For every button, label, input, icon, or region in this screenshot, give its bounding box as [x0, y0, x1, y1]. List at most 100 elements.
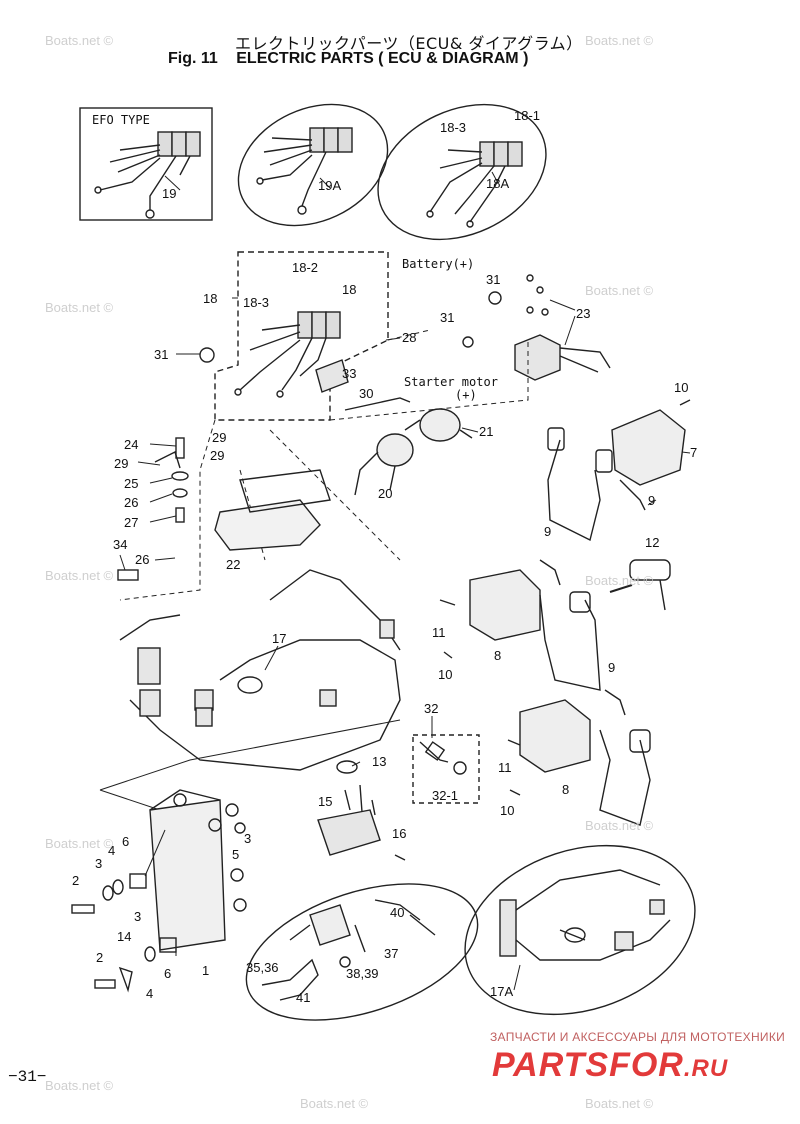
part-label: 3	[244, 831, 251, 846]
part-label: 10	[500, 803, 514, 818]
part-label: 26	[124, 495, 138, 510]
part-label: 26	[135, 552, 149, 567]
part-label: 30	[359, 386, 373, 401]
part-label: 33	[342, 366, 356, 381]
part-32-group-outline	[412, 734, 480, 804]
part-17-wire-harness	[119, 569, 401, 771]
part-13-cap	[336, 760, 358, 774]
watermark: Boats.net ©	[585, 283, 654, 298]
part-label: 20	[378, 486, 392, 501]
part-label: 29	[210, 448, 224, 463]
shop-logo-main: PARTSFOR	[492, 1046, 684, 1084]
part-label: 23	[576, 306, 590, 321]
figure-number: Fig. 11	[168, 50, 218, 67]
part-label: 32-1	[432, 788, 458, 803]
part-label: 17	[272, 631, 286, 646]
part-label: 3	[95, 856, 102, 871]
part-label: 18-2	[292, 260, 318, 275]
watermark: Boats.net ©	[585, 33, 654, 48]
watermark: Boats.net ©	[585, 818, 654, 833]
part-label: 4	[146, 986, 153, 1001]
part-19a-inset	[237, 103, 389, 227]
part-label: 18	[203, 291, 217, 306]
part-label: 18-3	[243, 295, 269, 310]
part-label: 29	[212, 430, 226, 445]
efo-type-inset	[79, 107, 213, 221]
part-label: 6	[122, 834, 129, 849]
part-19-relay-harness	[94, 131, 201, 219]
part-10-bolt	[679, 399, 691, 406]
part-label: 19A	[318, 178, 341, 193]
watermarks: Boats.net © Boats.net © Boats.net © Boat…	[45, 33, 654, 1111]
part-8-ignition-coil	[469, 569, 601, 691]
part-label: 28	[402, 330, 416, 345]
part-18a-inset	[377, 103, 547, 241]
part-31-cap-starter	[462, 336, 474, 348]
page-title-japanese: エレクトリックパーツ（ECU& ダイアグラム）	[235, 34, 583, 53]
parts-24-27-hardware	[154, 437, 189, 523]
part-33-terminal-block	[315, 359, 349, 393]
page-title: Fig. 11 ELECTRIC PARTS ( ECU & DIAGRAM )	[168, 50, 528, 68]
part-label: 17A	[490, 984, 513, 999]
part-15-rectifier-regulator	[317, 784, 381, 856]
part-21-relay	[404, 408, 473, 442]
part-label: 18	[342, 282, 356, 297]
part-11-clamp-lower	[507, 739, 521, 746]
part-10-bolt-upper	[443, 651, 453, 659]
shop-logo: PARTSFOR.RU	[492, 1046, 728, 1085]
part-19a-relay-harness	[256, 127, 353, 215]
part-label: 14	[117, 929, 131, 944]
part-23-starter-relay	[514, 274, 611, 381]
part-label: 18-1	[514, 108, 540, 123]
part-1-ecu	[149, 789, 226, 951]
part-label: 11	[498, 760, 512, 775]
shop-logo-tld: .RU	[683, 1055, 729, 1082]
part-label: 2	[96, 950, 103, 965]
part-label: 31	[440, 310, 454, 325]
watermark: Boats.net ©	[585, 1096, 654, 1111]
parts-35-41-inset	[245, 883, 479, 1021]
starter-motor-label: Starter motor	[404, 375, 498, 389]
watermark: Boats.net ©	[45, 1078, 114, 1093]
parts-35-41-components	[261, 899, 436, 1001]
part-16-bolt	[394, 854, 406, 861]
part-34-fuse	[117, 569, 139, 581]
part-17a-wire-harness	[499, 869, 671, 961]
watermark: Boats.net ©	[300, 1096, 369, 1111]
part-12-plug-cap	[609, 559, 671, 611]
part-31-cap	[199, 347, 215, 363]
part-label: 29	[114, 456, 128, 471]
part-label: 38,39	[346, 966, 379, 981]
part-label: 8	[494, 648, 501, 663]
starter-plus-label: (+)	[455, 388, 477, 402]
part-label: 8	[562, 782, 569, 797]
part-label: 15	[318, 794, 332, 809]
part-label: 2	[72, 873, 79, 888]
part-label: 41	[296, 990, 310, 1005]
part-labels: 19 19A 18-3 18-1 18A 18-2 18 18-3 18 31 …	[72, 108, 697, 1005]
part-8-ignition-coil-lower	[519, 699, 651, 826]
part-label: 13	[372, 754, 386, 769]
part-label: 10	[674, 380, 688, 395]
part-label: 31	[486, 272, 500, 287]
part-9-wire	[619, 479, 646, 511]
part-label: 7	[690, 445, 697, 460]
part-32-sensor	[419, 741, 467, 775]
battery-label: Battery(+)	[402, 257, 474, 271]
part-label: 10	[438, 667, 452, 682]
figure-title: ELECTRIC PARTS ( ECU & DIAGRAM )	[236, 50, 529, 67]
part-10-bolt-lower	[509, 789, 521, 796]
part-label: 25	[124, 476, 138, 491]
part-label: 9	[608, 660, 615, 675]
part-label: 9	[648, 493, 655, 508]
part-label: 11	[432, 625, 446, 640]
harness-leader-lines	[99, 719, 401, 811]
watermark: Boats.net ©	[585, 573, 654, 588]
part-31-cap-battery	[488, 291, 502, 305]
part-label: 35,36	[246, 960, 279, 975]
part-22-bracket	[214, 469, 331, 551]
part-18a-relay-harness	[426, 141, 523, 228]
part-label: 21	[479, 424, 493, 439]
part-9-wire-upper	[539, 559, 561, 586]
